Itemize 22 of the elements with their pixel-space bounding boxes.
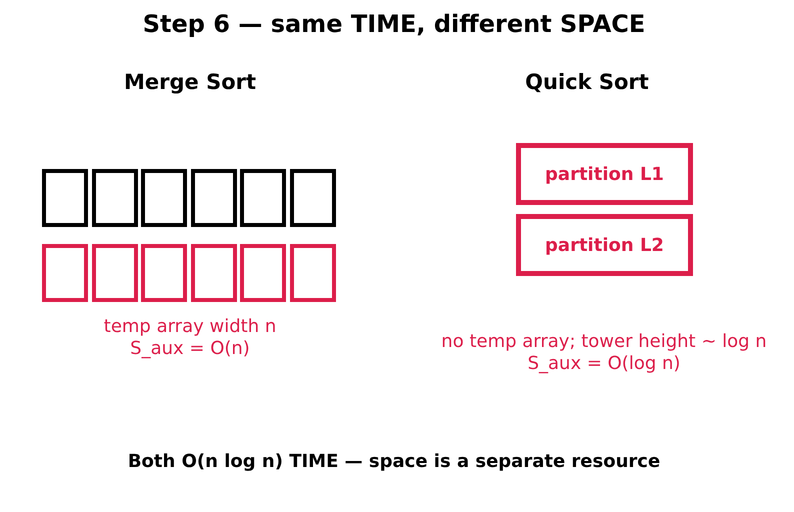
section-heading: Quick Sort [525,70,649,94]
array-cell [190,169,236,227]
note-text: S_aux = O(n) [130,338,250,359]
temp-array-cell [190,244,236,302]
array-cell [42,169,88,227]
temp-array-cell [290,244,336,302]
array-cell [141,169,187,227]
partition-box: partition L1 [516,143,693,205]
section-heading: Merge Sort [124,70,256,94]
temp-array-cell [42,244,88,302]
partition-box: partition L2 [516,214,693,276]
note-text: no temp array; tower height ~ log n [441,331,767,352]
array-cell [240,169,286,227]
array-cell [290,169,336,227]
caption: Both O(n log n) TIME — space is a separate resource [128,451,660,472]
temp-array-cell [92,244,138,302]
title: Step 6 — same TIME, different SPACE [142,10,646,38]
note-text: S_aux = O(log n) [528,353,680,374]
note-text: temp array width n [104,316,276,337]
temp-array-cell [141,244,187,302]
array-cell [92,169,138,227]
temp-array-cell [240,244,286,302]
